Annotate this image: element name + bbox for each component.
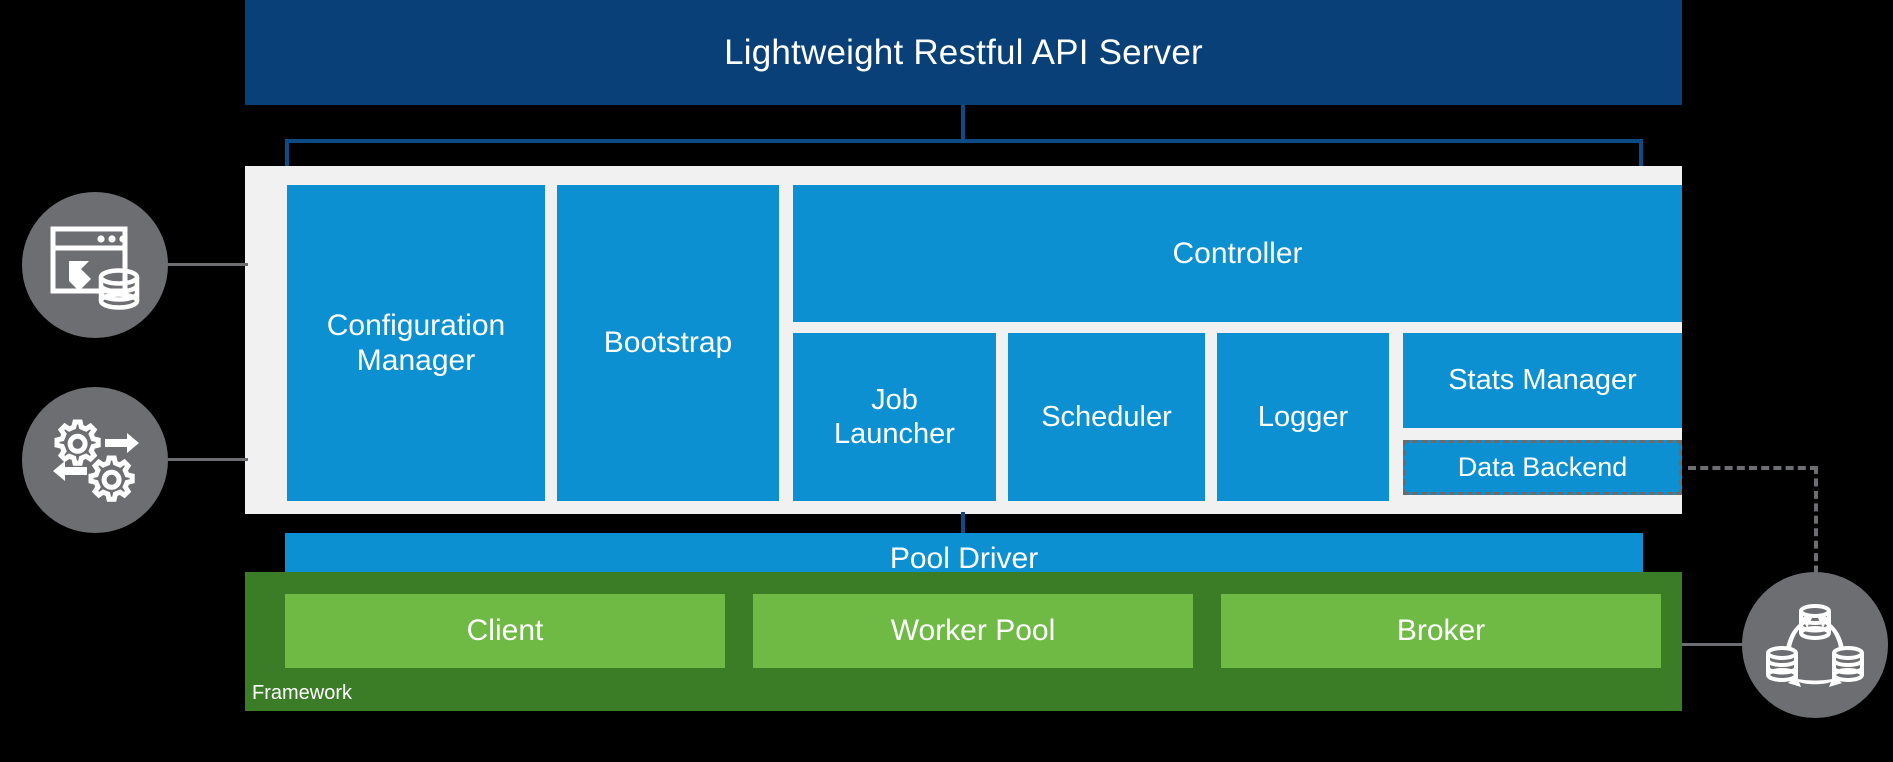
leader-line-db-cluster [1682, 643, 1744, 646]
module-controller[interactable]: Controller [793, 185, 1682, 322]
leader-line-gears [168, 458, 248, 461]
dashed-connector-vertical [1814, 466, 1818, 586]
module-scheduler[interactable]: Scheduler [1008, 333, 1205, 501]
leader-line-webapp [168, 263, 248, 266]
module-job-launcher[interactable]: Job Launcher [793, 333, 996, 501]
gears-sync-icon [22, 387, 168, 533]
connector-header-left-drop [285, 139, 289, 167]
web-app-database-glyph [50, 226, 140, 310]
dashed-connector-horizontal [1688, 466, 1818, 470]
connector-header-stem [961, 105, 965, 140]
module-bootstrap[interactable]: Bootstrap [557, 185, 779, 501]
database-cluster-glyph [1766, 604, 1864, 687]
connector-header-right-drop [1639, 139, 1643, 167]
service-broker[interactable]: Broker [1221, 594, 1661, 668]
module-data-backend[interactable]: Data Backend [1403, 440, 1682, 495]
api-server-header: Lightweight Restful API Server [245, 0, 1682, 105]
connector-header-bar [285, 139, 1643, 143]
database-cluster-icon [1742, 572, 1888, 718]
module-logger[interactable]: Logger [1217, 333, 1389, 501]
connector-framework-stem [961, 512, 965, 542]
service-worker-pool[interactable]: Worker Pool [753, 594, 1193, 668]
service-client[interactable]: Client [285, 594, 725, 668]
gears-sync-glyph [53, 419, 139, 502]
module-configuration-manager[interactable]: Configuration Manager [287, 185, 545, 501]
framework-label: Framework [252, 682, 353, 704]
module-stats-manager[interactable]: Stats Manager [1403, 333, 1682, 428]
web-app-database-icon [22, 192, 168, 338]
